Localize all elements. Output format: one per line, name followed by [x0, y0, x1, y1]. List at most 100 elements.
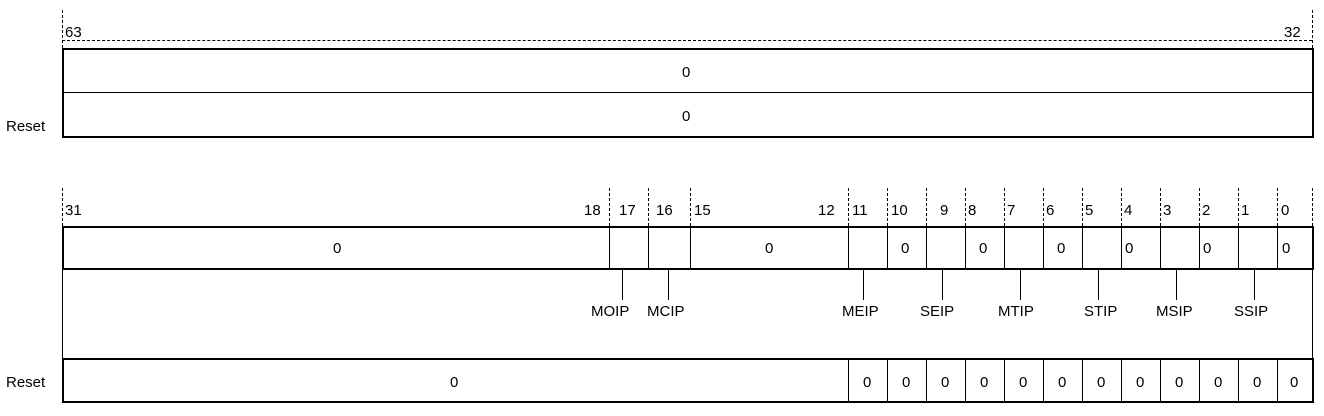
reset-divider [1004, 358, 1005, 403]
bit-label-32: 32 [1284, 24, 1301, 41]
lower-reset-row [62, 358, 1314, 403]
bit-label-4: 4 [1124, 202, 1133, 219]
reset-label: Reset [6, 118, 46, 135]
field-divider [1004, 226, 1005, 270]
reset-divider [848, 358, 849, 403]
leader-meip [863, 270, 864, 300]
reset-divider [965, 358, 966, 403]
bit-label-2: 2 [1202, 202, 1211, 219]
header-guide [1199, 188, 1200, 226]
reset-label: Reset [6, 374, 46, 391]
field-bit-0-value: 0 [1282, 240, 1291, 257]
reset-bit-2-value: 0 [1214, 374, 1223, 391]
field-bit-10-value: 0 [901, 240, 910, 257]
header-guide [1043, 188, 1044, 226]
name-mcip: MCIP [647, 303, 685, 320]
field-divider [1238, 226, 1239, 270]
upper-field-value: 0 [682, 64, 691, 81]
reset-bit-3-value: 0 [1175, 374, 1184, 391]
name-ssip: SSIP [1234, 303, 1269, 320]
reset-divider [1121, 358, 1122, 403]
reset-bit-5-value: 0 [1097, 374, 1106, 391]
field-divider [648, 226, 649, 270]
header-guide [648, 188, 649, 226]
bit-label-1: 1 [1241, 202, 1250, 219]
field-divider [1160, 226, 1161, 270]
leader-seip [942, 270, 943, 300]
reset-bit-6-value: 0 [1058, 374, 1067, 391]
name-mtip: MTIP [998, 303, 1034, 320]
reset-bit-9-value: 0 [941, 374, 950, 391]
upper-reset-value: 0 [682, 108, 691, 125]
field-bit-4-value: 0 [1125, 240, 1134, 257]
reset-divider [1199, 358, 1200, 403]
leader-mcip [668, 270, 669, 300]
reset-bit-10-value: 0 [902, 374, 911, 391]
bit-label-0: 0 [1281, 202, 1290, 219]
reset-divider [887, 358, 888, 403]
leader-mtip [1020, 270, 1021, 300]
header-guide [62, 10, 63, 48]
reset-bit-4-value: 0 [1136, 374, 1145, 391]
lower-field-row [62, 226, 1314, 270]
header-guide [609, 188, 610, 226]
bit-label-9: 9 [940, 202, 949, 219]
bit-label-3: 3 [1163, 202, 1172, 219]
header-guide [1004, 188, 1005, 226]
bit-label-8: 8 [968, 202, 977, 219]
reset-divider [1238, 358, 1239, 403]
header-guide [1082, 188, 1083, 226]
header-guide [848, 188, 849, 226]
header-guide [926, 188, 927, 226]
field-divider [1199, 226, 1200, 270]
reset-divider [1043, 358, 1044, 403]
field-bit-2-value: 0 [1203, 240, 1212, 257]
field-divider [690, 226, 691, 270]
field-31-18-value: 0 [333, 240, 342, 257]
reset-bit-11-value: 0 [863, 374, 872, 391]
bit-label-16: 16 [656, 202, 673, 219]
field-divider [1043, 226, 1044, 270]
name-area-left [62, 270, 63, 358]
name-msip: MSIP [1156, 303, 1193, 320]
bit-label-17: 17 [619, 202, 636, 219]
header-guide [1238, 188, 1239, 226]
name-seip: SEIP [920, 303, 955, 320]
field-bit-6-value: 0 [1057, 240, 1066, 257]
reset-bit-0-value: 0 [1290, 374, 1299, 391]
leader-ssip [1254, 270, 1255, 300]
reset-divider [1160, 358, 1161, 403]
bit-label-63: 63 [65, 24, 82, 41]
bit-label-10: 10 [891, 202, 908, 219]
bit-label-15: 15 [694, 202, 711, 219]
name-moip: MOIP [591, 303, 630, 320]
field-divider [1121, 226, 1122, 270]
header-guide [887, 188, 888, 226]
field-divider [887, 226, 888, 270]
bit-label-6: 6 [1046, 202, 1055, 219]
bit-label-7: 7 [1007, 202, 1016, 219]
header-guide [690, 188, 691, 226]
header-guide [62, 188, 63, 226]
reset-divider [1277, 358, 1278, 403]
bit-label-12: 12 [818, 202, 835, 219]
header-guide [1121, 188, 1122, 226]
field-divider [965, 226, 966, 270]
reset-divider [926, 358, 927, 403]
bit-label-5: 5 [1085, 202, 1094, 219]
reset-31-12-value: 0 [450, 374, 459, 391]
bit-label-18: 18 [584, 202, 601, 219]
header-guide [62, 40, 1312, 41]
field-bit-8-value: 0 [979, 240, 988, 257]
header-guide [1312, 188, 1313, 226]
field-divider [609, 226, 610, 270]
field-divider [1082, 226, 1083, 270]
reset-bit-1-value: 0 [1253, 374, 1262, 391]
name-meip: MEIP [842, 303, 879, 320]
row-divider [62, 92, 1314, 93]
header-guide [1312, 10, 1313, 48]
name-area-right [1312, 270, 1313, 358]
bit-label-11: 11 [852, 202, 868, 219]
header-guide [1160, 188, 1161, 226]
field-divider [1277, 226, 1278, 270]
